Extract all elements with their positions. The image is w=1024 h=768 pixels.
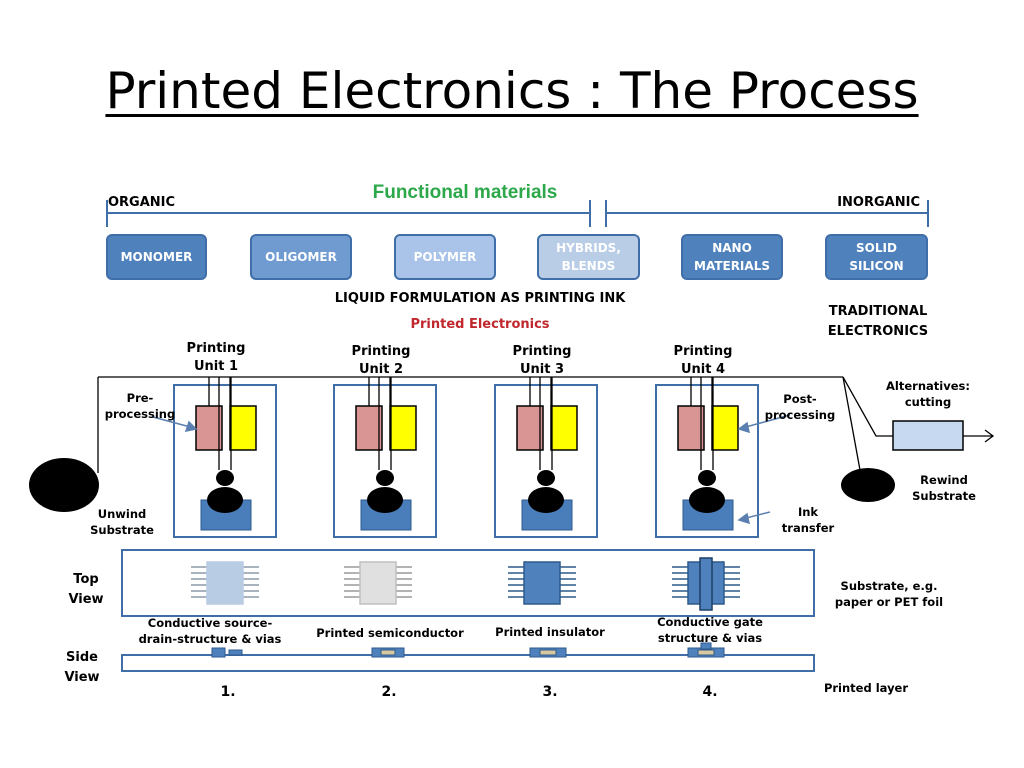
material-hybrids-blends: HYBRIDS, BLENDS	[537, 234, 640, 280]
top-view-chip-2	[344, 561, 412, 605]
ink-chamber	[389, 405, 417, 451]
side-view-label: Side View	[64, 650, 100, 685]
inorganic-label: INORGANIC	[837, 195, 920, 210]
top-view-label: Top View	[68, 572, 104, 607]
substrate-web	[97, 376, 995, 473]
organic-label: ORGANIC	[108, 195, 176, 210]
printed-layer	[380, 649, 396, 656]
printing-unit-3	[494, 377, 598, 538]
substrate-note: Substrate, e.g. paper or PET foil	[834, 579, 944, 609]
step-2-number: 2.	[381, 684, 397, 700]
step-1-number: 1.	[220, 684, 236, 700]
material-oligomer: OLIGOMER	[250, 234, 352, 280]
ink-chamber	[711, 405, 739, 451]
traditional-electronics-label: TRADITIONAL ELECTRONICS	[827, 304, 929, 339]
gate-structure	[699, 557, 713, 611]
material-polymer: POLYMER	[394, 234, 496, 280]
plate-cylinder	[689, 487, 725, 513]
anilox-roller	[216, 470, 234, 486]
anilox-roller	[698, 470, 716, 486]
slide-title-text: Printed Electronics : The Process	[105, 62, 919, 120]
cutting-unit	[892, 420, 964, 451]
side-view-layer-3	[529, 647, 567, 658]
step-1-caption: Conductive source- drain-structure & via…	[138, 616, 282, 646]
printing-unit-4-label: Printing Unit 4	[673, 344, 733, 377]
printed-layer	[539, 649, 557, 656]
plate-cylinder	[207, 487, 243, 513]
side-view-layer-4	[687, 642, 725, 658]
side-view-strip	[121, 654, 815, 672]
unwind-substrate-label: Unwind Substrate	[90, 507, 154, 537]
printed-layer	[211, 647, 226, 658]
anilox-roller	[376, 470, 394, 486]
slide-title: Printed Electronics : The Process	[0, 62, 1024, 120]
printed-layer	[697, 649, 715, 656]
ink-chamber	[355, 405, 383, 451]
plate-cylinder	[528, 487, 564, 513]
printing-unit-2	[333, 377, 437, 538]
inorganic-bracket	[605, 200, 929, 227]
printing-unit-2-label: Printing Unit 2	[351, 344, 411, 377]
pre-processing-label: Pre- processing	[104, 391, 176, 421]
step-4-caption: Conductive gate structure & vias	[657, 615, 763, 645]
chip-body	[359, 561, 397, 605]
ink-chamber	[550, 405, 578, 451]
step-3-number: 3.	[542, 684, 558, 700]
plate-cylinder	[367, 487, 403, 513]
chip-body	[523, 561, 561, 605]
top-view-chip-1	[191, 561, 259, 605]
functional-materials-heading: Functional materials	[372, 182, 558, 203]
top-view-chip-3	[508, 561, 576, 605]
anilox-roller	[537, 470, 555, 486]
rewind-roll	[841, 468, 895, 502]
organic-bracket	[106, 200, 591, 227]
liquid-formulation-label: LIQUID FORMULATION AS PRINTING INK	[334, 291, 626, 306]
ink-transfer-label: Ink transfer	[781, 505, 835, 535]
printing-unit-1	[173, 377, 277, 538]
printing-unit-3-label: Printing Unit 3	[512, 344, 572, 377]
ink-chamber	[229, 405, 257, 451]
printed-layer-label: Printed layer	[823, 681, 909, 695]
side-view-layer-2	[371, 647, 405, 658]
printed-layer	[228, 649, 243, 656]
top-view-chip-4	[672, 557, 740, 611]
step-4-number: 4.	[702, 684, 718, 700]
ink-chamber	[516, 405, 544, 451]
step-3-caption: Printed insulator	[495, 625, 605, 639]
side-view-layer-1	[211, 647, 243, 658]
printing-unit-4	[655, 377, 759, 538]
printing-unit-1-label: Printing Unit 1	[186, 341, 246, 374]
ink-chamber	[677, 405, 705, 451]
annotation-arrows	[152, 414, 791, 525]
material-monomer: MONOMER	[106, 234, 207, 280]
chip-body	[206, 561, 244, 605]
printed-electronics-label: Printed Electronics	[410, 317, 550, 332]
ink-chamber	[195, 405, 223, 451]
alternatives-cutting-label: Alternatives: cutting	[886, 379, 970, 409]
gate-layer	[700, 642, 712, 650]
material-nano: NANO MATERIALS	[681, 234, 783, 280]
rewind-substrate-label: Rewind Substrate	[912, 473, 976, 503]
post-processing-label: Post- processing	[764, 392, 836, 422]
material-solid-silicon: SOLID SILICON	[825, 234, 928, 280]
step-2-caption: Printed semiconductor	[316, 626, 464, 640]
unwind-roll	[29, 458, 99, 512]
